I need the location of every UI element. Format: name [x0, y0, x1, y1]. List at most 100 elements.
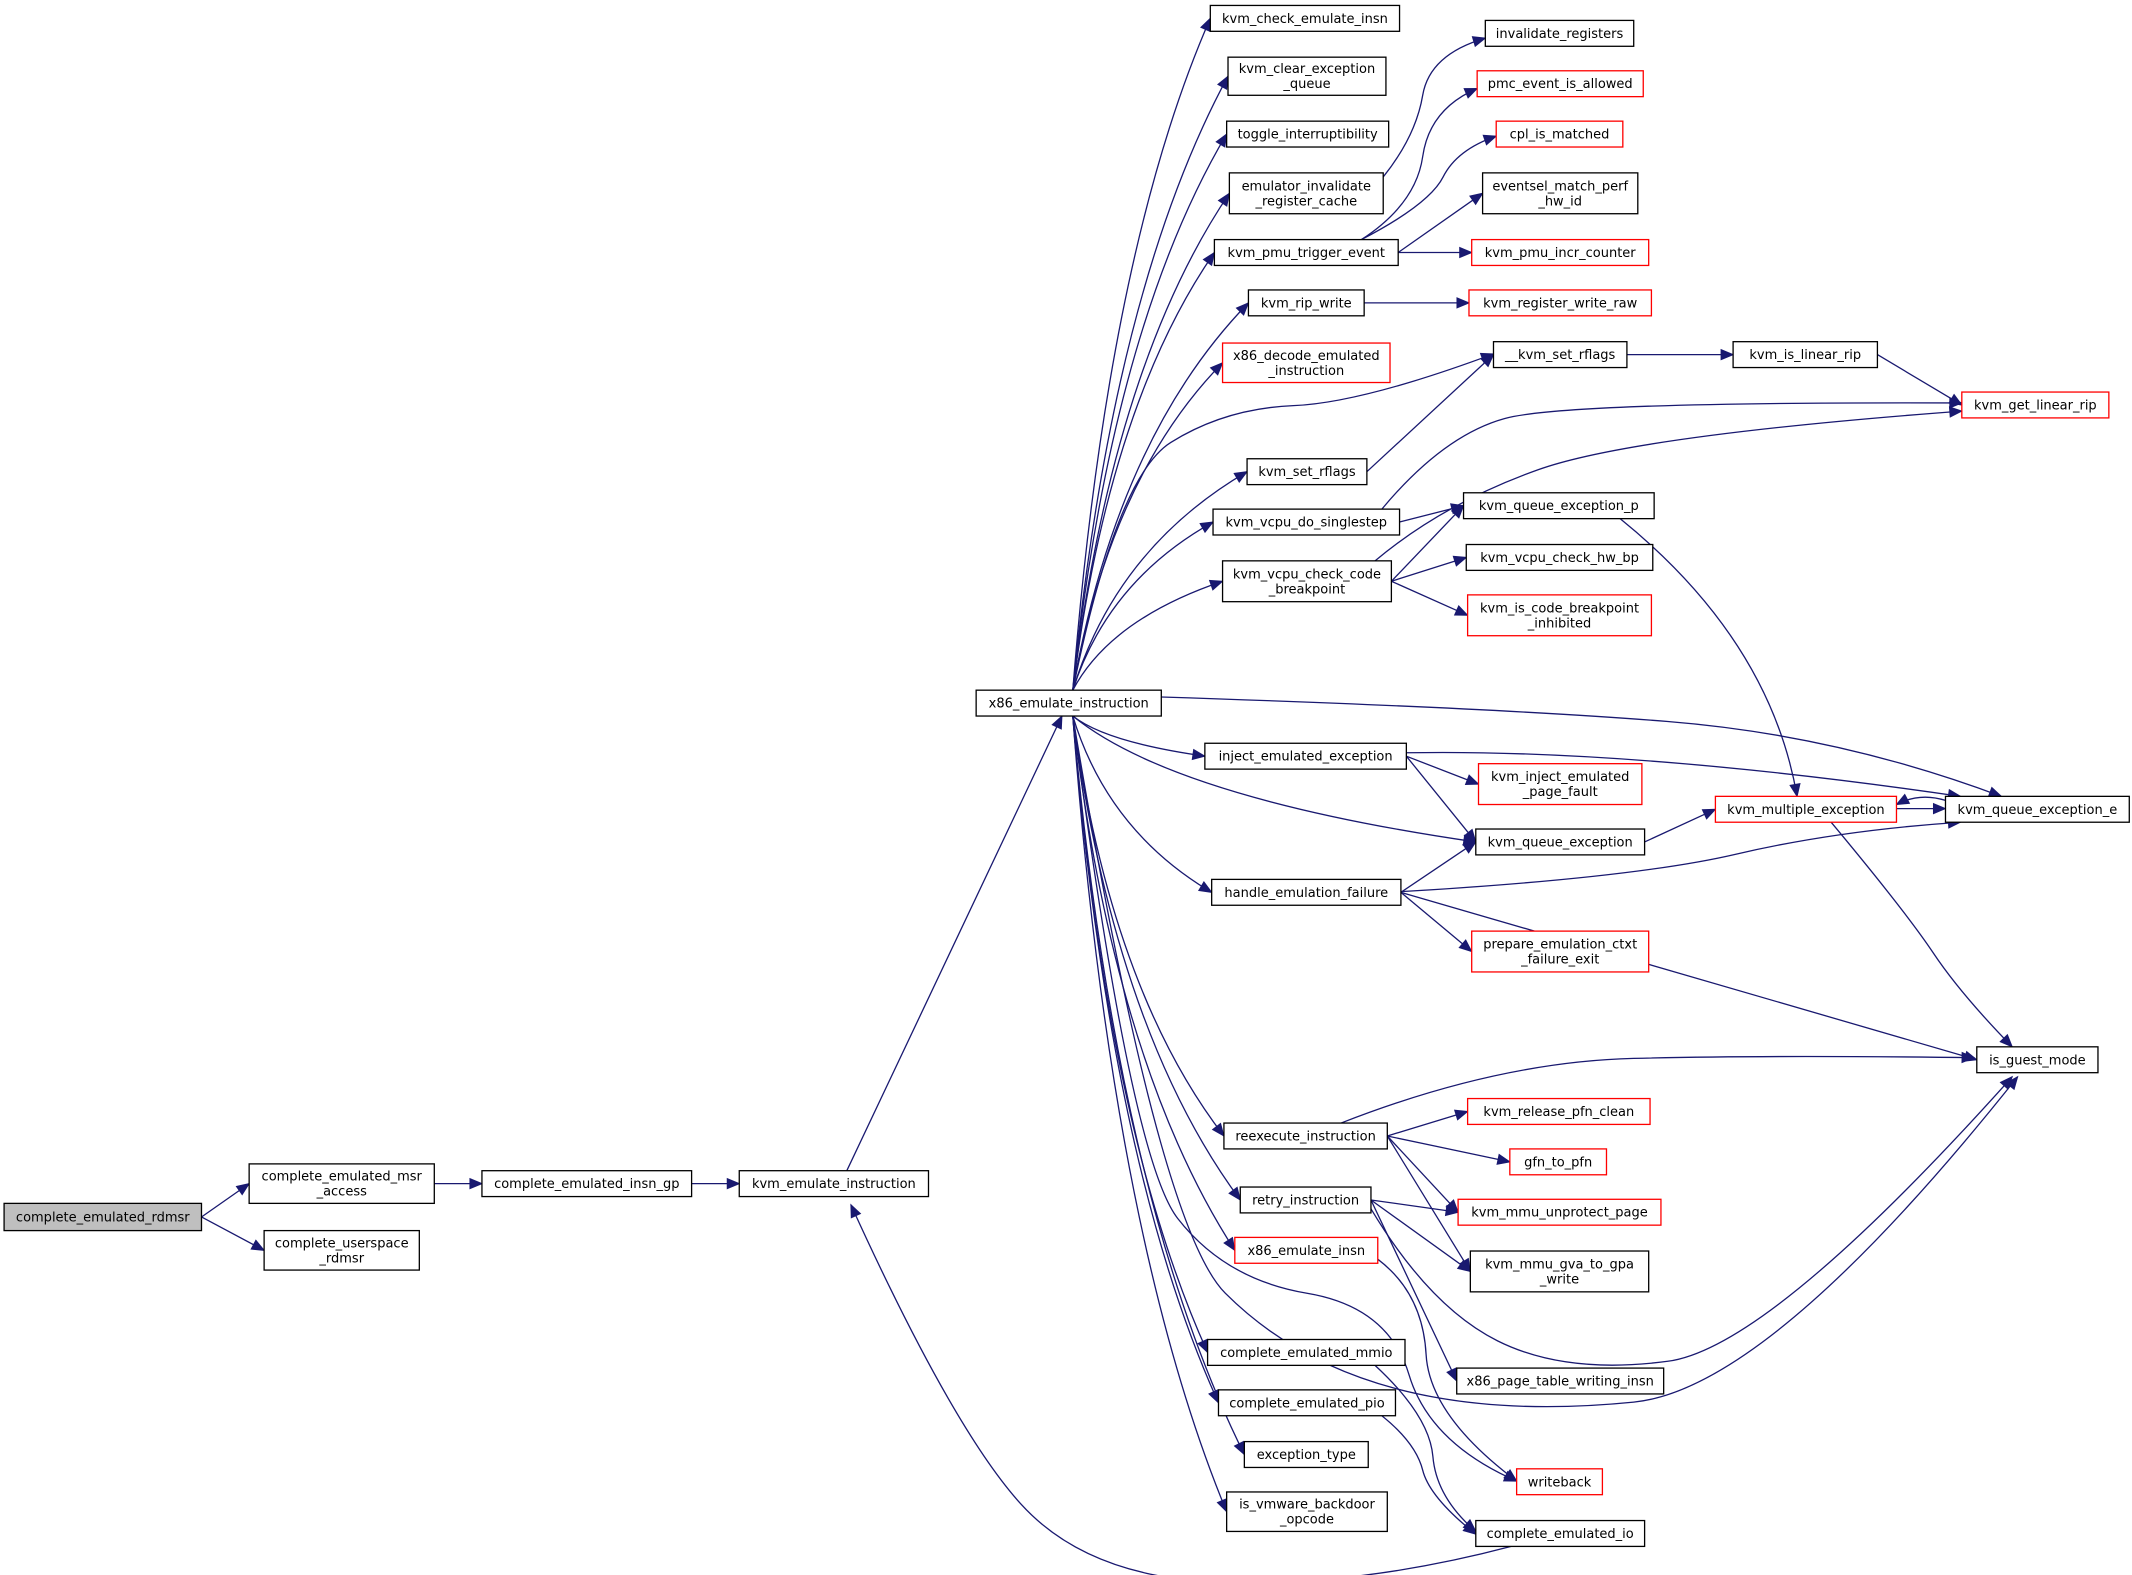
- function-node-kvm-is-linear-rip[interactable]: kvm_is_linear_rip: [1732, 341, 1879, 369]
- arrowhead-icon: [1233, 471, 1249, 483]
- node-label: kvm_inject_emulated: [1491, 770, 1629, 785]
- call-edge: [1072, 715, 1209, 1354]
- edge-line: [1830, 821, 2013, 1048]
- node-box: [1221, 560, 1393, 603]
- function-node-kvm-release-pfn-clean[interactable]: kvm_release_pfn_clean: [1466, 1097, 1651, 1126]
- edge-line: [1366, 354, 1494, 473]
- function-node-kvm-is-code-breakpoint-inhibited[interactable]: kvm_is_code_breakpoint_inhibited: [1466, 594, 1653, 637]
- edge-line: [1391, 556, 1467, 582]
- node-box: [738, 1170, 930, 1198]
- function-node-kvm-pmu-incr-counter[interactable]: kvm_pmu_incr_counter: [1471, 238, 1650, 267]
- edge-line: [1381, 1415, 1477, 1535]
- function-node-kvm-check-emulate-insn[interactable]: kvm_check_emulate_insn: [1209, 4, 1401, 32]
- function-node-handle-emulation-failure[interactable]: handle_emulation_failure: [1211, 878, 1402, 906]
- node-box: [1457, 1198, 1662, 1226]
- edge-line: [1072, 715, 1245, 1455]
- call-edge: [1398, 246, 1474, 259]
- node-label: kvm_register_write_raw: [1483, 296, 1638, 311]
- function-node-kvm-vcpu-check-code-breakpoint[interactable]: kvm_vcpu_check_code_breakpoint: [1221, 560, 1393, 603]
- function-node-prepare-emulation-ctxt-failure-exit[interactable]: prepare_emulation_ctxt_failure_exit: [1471, 930, 1650, 973]
- function-node-pmc-event-is-allowed[interactable]: pmc_event_is_allowed: [1476, 70, 1644, 98]
- function-node-toggle-interruptibility[interactable]: toggle_interruptibility: [1225, 120, 1390, 148]
- call-edge: [1626, 348, 1735, 361]
- node-box: [1211, 878, 1402, 906]
- call-edge: [1370, 1199, 1472, 1273]
- function-node-kvm-get-linear-rip[interactable]: kvm_get_linear_rip: [1961, 391, 2110, 419]
- node-label: _queue: [1282, 77, 1330, 92]
- node-label: prepare_emulation_ctxt: [1483, 938, 1637, 953]
- function-node-x86-emulate-insn[interactable]: x86_emulate_insn: [1234, 1236, 1379, 1264]
- call-edge: [850, 1203, 1512, 1575]
- function-node-complete-emulated-io[interactable]: complete_emulated_io: [1475, 1519, 1646, 1548]
- function-node-x86-page-table-writing-insn[interactable]: x86_page_table_writing_insn: [1456, 1367, 1665, 1395]
- node-label: is_guest_mode: [1989, 1053, 2086, 1068]
- function-node-kvm-vcpu-check-hw-bp[interactable]: kvm_vcpu_check_hw_bp: [1465, 543, 1654, 572]
- function-node-is-guest-mode[interactable]: is_guest_mode: [1976, 1046, 2099, 1074]
- function-node-writeback[interactable]: writeback: [1515, 1468, 1604, 1496]
- node-box: [1471, 238, 1650, 267]
- edge-line: [1400, 891, 1977, 1061]
- arrowhead-icon: [1208, 579, 1224, 591]
- call-edge: [1072, 17, 1211, 691]
- function-node-complete-emulated-msr-access[interactable]: complete_emulated_msr_access: [248, 1163, 435, 1205]
- arrowhead-icon: [1948, 406, 1964, 418]
- node-label: kvm_is_linear_rip: [1749, 348, 1861, 363]
- function-node-kvm-rip-write[interactable]: kvm_rip_write: [1247, 289, 1365, 317]
- function-node-kvm-register-write-raw[interactable]: kvm_register_write_raw: [1468, 289, 1653, 317]
- node-label: complete_emulated_pio: [1229, 1396, 1384, 1411]
- function-node-kvm-queue-exception-e[interactable]: kvm_queue_exception_e: [1944, 795, 2130, 823]
- function-node-complete-emulated-mmio[interactable]: complete_emulated_mmio: [1206, 1338, 1406, 1367]
- function-node-inject-emulated-exception[interactable]: inject_emulated_exception: [1204, 742, 1408, 770]
- function-node-kvm-vcpu-do-singlestep[interactable]: kvm_vcpu_do_singlestep: [1212, 508, 1401, 536]
- function-node-kvm-multiple-exception[interactable]: kvm_multiple_exception: [1714, 795, 1898, 823]
- node-label: _failure_exit: [1520, 953, 1599, 968]
- function-node-kvm-emulate-instruction[interactable]: kvm_emulate_instruction: [738, 1170, 930, 1198]
- function-node-x86-decode-emulated-instruction[interactable]: x86_decode_emulated_instruction: [1221, 342, 1391, 384]
- call-edge: [1391, 555, 1468, 582]
- function-node-gfn-to-pfn[interactable]: gfn_to_pfn: [1509, 1148, 1608, 1176]
- function-node-retry-instruction[interactable]: retry_instruction: [1239, 1186, 1372, 1214]
- function-node-emulator-invalidate-register-cache[interactable]: emulator_invalidate_register_cache: [1228, 172, 1384, 215]
- node-box: [1239, 1186, 1372, 1214]
- function-node-eventsel-match-perf-hw-id[interactable]: eventsel_match_perf_hw_id: [1481, 172, 1639, 215]
- arrowhead-icon: [1199, 521, 1215, 534]
- node-box: [1976, 1046, 2099, 1074]
- function-node-complete-emulated-pio[interactable]: complete_emulated_pio: [1217, 1389, 1397, 1417]
- arrowhead-icon: [1720, 348, 1735, 361]
- function-node-complete-emulated-insn-gp[interactable]: complete_emulated_insn_gp: [481, 1170, 693, 1198]
- function-node-x86-emulate-instruction[interactable]: x86_emulate_instruction: [975, 689, 1162, 717]
- function-node-kvm-set-rflags[interactable]: __kvm_set_rflags: [1492, 341, 1628, 369]
- function-node-cpl-is-matched[interactable]: cpl_is_matched: [1495, 120, 1624, 148]
- function-node-exception-type[interactable]: exception_type: [1243, 1440, 1369, 1469]
- call-edge: [1072, 715, 1242, 1202]
- function-node-complete-userspace-rdmsr[interactable]: complete_userspace_rdmsr: [263, 1229, 420, 1271]
- edge-line: [1072, 715, 1476, 843]
- edge-line: [1406, 751, 1961, 797]
- function-node-kvm-inject-emulated-page-fault[interactable]: kvm_inject_emulated_page_fault: [1477, 763, 1643, 806]
- function-node-kvm-mmu-unprotect-page[interactable]: kvm_mmu_unprotect_page: [1457, 1198, 1662, 1226]
- function-node-kvm-queue-exception[interactable]: kvm_queue_exception: [1475, 828, 1646, 856]
- edge-line: [1374, 410, 1962, 562]
- call-edge: [1361, 87, 1479, 241]
- node-box: [1206, 1338, 1406, 1367]
- function-node-reexecute-instruction[interactable]: reexecute_instruction: [1223, 1122, 1388, 1150]
- function-node-invalidate-registers[interactable]: invalidate_registers: [1484, 19, 1635, 47]
- function-node-kvm-set-rflags[interactable]: kvm_set_rflags: [1246, 458, 1368, 486]
- function-node-kvm-queue-exception-p[interactable]: kvm_queue_exception_p: [1462, 492, 1655, 520]
- function-node-kvm-mmu-gva-to-gpa-write[interactable]: kvm_mmu_gva_to_gpa_write: [1469, 1250, 1650, 1293]
- node-label: eventsel_match_perf: [1492, 179, 1628, 194]
- function-node-complete-emulated-rdmsr[interactable]: complete_emulated_rdmsr: [3, 1202, 203, 1232]
- function-node-kvm-clear-exception-queue[interactable]: kvm_clear_exception_queue: [1227, 56, 1387, 96]
- call-edge: [1072, 715, 1213, 893]
- node-label: _rdmsr: [318, 1251, 364, 1266]
- edge-line: [1072, 715, 1241, 1201]
- function-node-kvm-pmu-trigger-event[interactable]: kvm_pmu_trigger_event: [1213, 238, 1399, 267]
- arrowhead-icon: [1999, 1033, 2014, 1048]
- arrowhead-icon: [2005, 1075, 2019, 1091]
- node-label: exception_type: [1257, 1448, 1356, 1463]
- node-box: [1204, 742, 1408, 770]
- node-label: inject_emulated_exception: [1219, 750, 1393, 765]
- arrowhead-icon: [1463, 87, 1479, 99]
- function-node-is-vmware-backdoor-opcode[interactable]: is_vmware_backdoor_opcode: [1225, 1491, 1388, 1533]
- node-label: _breakpoint: [1268, 582, 1345, 597]
